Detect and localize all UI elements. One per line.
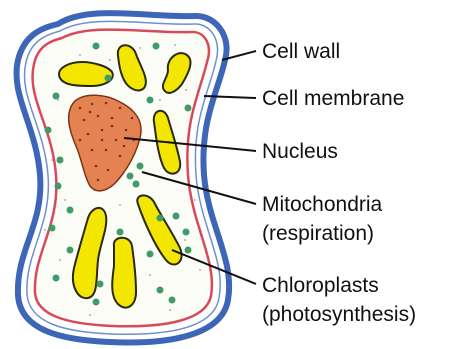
label-nucleus: Nucleus	[262, 140, 338, 163]
label-chloroplasts: Chloroplasts	[262, 274, 379, 297]
label-cell-membrane: Cell membrane	[262, 87, 404, 110]
label-mitochondria-note: (respiration)	[262, 222, 374, 245]
label-chloroplasts-note: (photosynthesis)	[262, 303, 416, 326]
chloroplast	[112, 238, 136, 308]
label-mitochondria: Mitochondria	[262, 193, 383, 216]
label-cell-wall: Cell wall	[262, 40, 340, 63]
